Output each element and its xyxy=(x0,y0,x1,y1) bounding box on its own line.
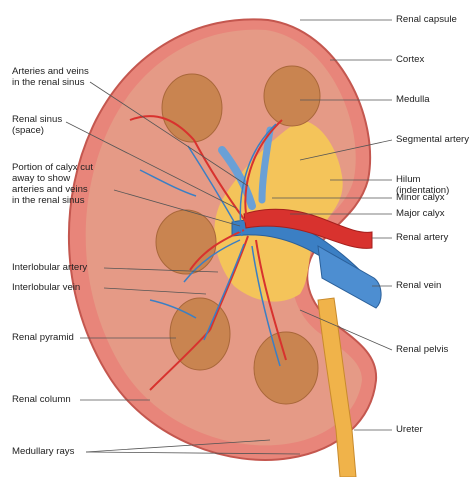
label-medulla: Medulla xyxy=(396,94,430,105)
label-renal-sinus: Renal sinus (space) xyxy=(12,114,62,136)
renal-pyramid-3 xyxy=(156,210,216,274)
label-interlobular-artery: Interlobular artery xyxy=(12,262,87,273)
label-renal-vein: Renal vein xyxy=(396,280,441,291)
label-ureter: Ureter xyxy=(396,424,423,435)
renal-pyramid-1 xyxy=(162,74,222,142)
label-interlobular-vein: Interlobular vein xyxy=(12,282,80,293)
renal-pyramid-5 xyxy=(254,332,318,404)
label-arteries-veins-sinus: Arteries and veins in the renal sinus xyxy=(12,66,89,88)
label-renal-artery: Renal artery xyxy=(396,232,448,243)
label-cortex: Cortex xyxy=(396,54,424,65)
label-renal-capsule: Renal capsule xyxy=(396,14,457,25)
label-segmental-artery: Segmental artery xyxy=(396,134,469,145)
label-minor-calyx: Minor calyx xyxy=(396,192,445,203)
renal-pyramid-2 xyxy=(264,66,320,126)
label-renal-column: Renal column xyxy=(12,394,71,405)
label-major-calyx: Major calyx xyxy=(396,208,445,219)
label-calyx-cut-away: Portion of calyx cut away to show arteri… xyxy=(12,162,93,206)
label-renal-pelvis: Renal pelvis xyxy=(396,344,448,355)
label-medullary-rays: Medullary rays xyxy=(12,446,74,457)
label-renal-pyramid: Renal pyramid xyxy=(12,332,74,343)
